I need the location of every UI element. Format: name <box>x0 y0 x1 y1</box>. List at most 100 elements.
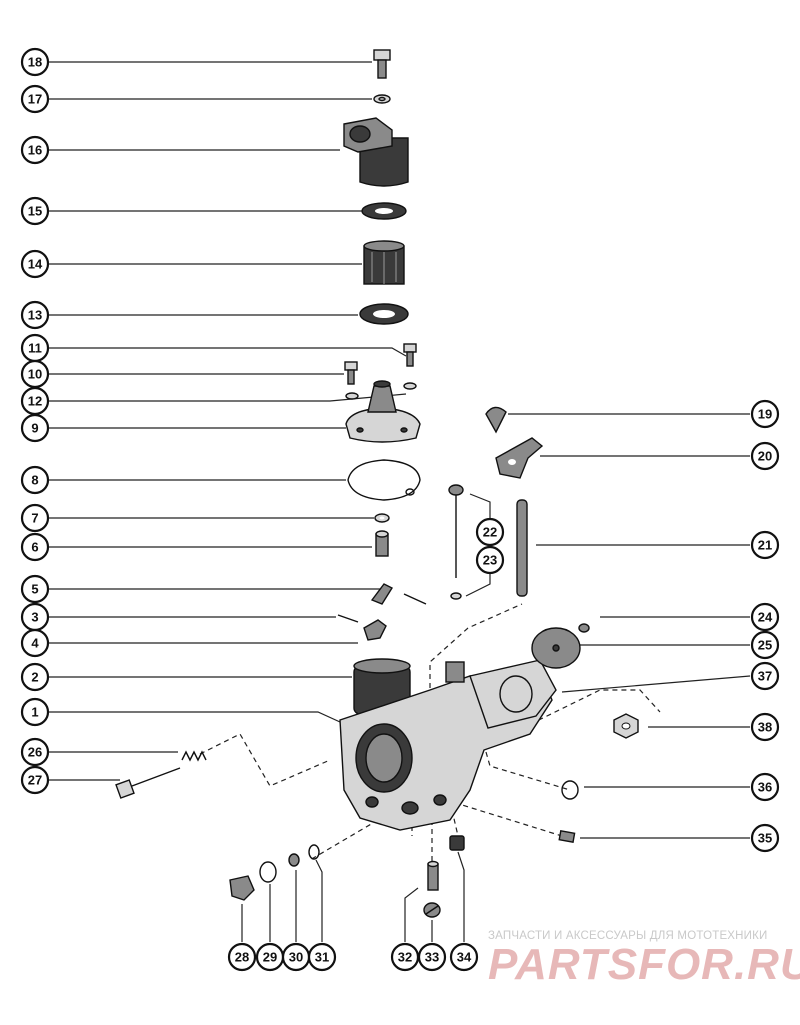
callout-label: 3 <box>31 610 38 625</box>
callout-37: 37 <box>750 661 780 691</box>
callout-21: 21 <box>750 530 780 560</box>
part-20-bracket <box>495 437 544 479</box>
part-17-washer <box>373 94 391 104</box>
part-38-nut <box>613 713 639 739</box>
callout-label: 25 <box>758 638 772 653</box>
callout-label: 35 <box>758 831 772 846</box>
callout-label: 19 <box>758 407 772 422</box>
callout-label: 16 <box>28 143 42 158</box>
part-22-needle-rod <box>448 484 464 578</box>
watermark: ЗАПЧАСТИ И АКСЕССУАРЫ ДЛЯ МОТОТЕХНИКИ PA… <box>488 930 800 989</box>
callouts: 18 17 16 15 14 13 11 10 12 9 8 7 6 5 3 4… <box>20 47 780 972</box>
part-12-washers <box>345 382 417 400</box>
callout-11: 11 <box>20 333 50 363</box>
callout-label: 12 <box>28 394 42 409</box>
callout-29: 29 <box>255 942 285 972</box>
callout-9: 9 <box>20 413 50 443</box>
callout-13: 13 <box>20 300 50 330</box>
part-15-gasket <box>361 202 407 220</box>
callout-label: 34 <box>457 950 472 965</box>
callout-label: 1 <box>31 705 38 720</box>
part-4-float-arm <box>363 619 387 641</box>
callout-label: 26 <box>28 745 42 760</box>
callout-label: 9 <box>31 421 38 436</box>
part-30-jet <box>288 853 300 867</box>
callout-8: 8 <box>20 465 50 495</box>
callout-label: 14 <box>28 257 43 272</box>
part-10-screw <box>344 361 358 385</box>
callout-22: 22 <box>475 517 505 547</box>
callout-label: 32 <box>398 950 412 965</box>
callout-20: 20 <box>750 441 780 471</box>
callout-label: 10 <box>28 367 42 382</box>
part-19-cone <box>485 406 507 434</box>
callout-7: 7 <box>20 503 50 533</box>
part-3-pin <box>337 614 359 623</box>
callout-label: 29 <box>263 950 277 965</box>
part-1-carburetor-body <box>339 659 557 831</box>
callout-3: 3 <box>20 602 50 632</box>
callout-label: 23 <box>483 553 497 568</box>
callout-label: 6 <box>31 540 38 555</box>
callout-24: 24 <box>750 602 780 632</box>
callout-label: 28 <box>235 950 249 965</box>
part-6-valve <box>375 530 389 557</box>
part-32-jet <box>427 860 439 891</box>
part-9-pump-cover <box>345 380 421 443</box>
callout-10: 10 <box>20 359 50 389</box>
callout-32: 32 <box>390 942 420 972</box>
callout-label: 30 <box>289 950 303 965</box>
part-27-needle-screw <box>115 767 181 799</box>
callout-12: 12 <box>20 386 50 416</box>
part-35-set-screw <box>558 830 576 843</box>
callout-label: 13 <box>28 308 42 323</box>
callout-label: 7 <box>31 511 38 526</box>
callout-label: 18 <box>28 55 42 70</box>
callout-label: 2 <box>31 670 38 685</box>
callout-6: 6 <box>20 532 50 562</box>
callout-label: 31 <box>315 950 329 965</box>
callout-4: 4 <box>20 628 50 658</box>
part-26-spring <box>181 750 207 762</box>
callout-18: 18 <box>20 47 50 77</box>
callout-label: 27 <box>28 773 42 788</box>
part-18-screw <box>373 49 391 79</box>
part-24-screw <box>578 623 590 633</box>
callout-label: 8 <box>31 473 38 488</box>
part-16-filter-cap <box>343 117 409 187</box>
callout-30: 30 <box>281 942 311 972</box>
callout-17: 17 <box>20 84 50 114</box>
watermark-logo: PARTSFOR.RU <box>488 940 800 989</box>
callout-label: 33 <box>425 950 439 965</box>
callout-label: 4 <box>31 636 39 651</box>
callout-19: 19 <box>750 399 780 429</box>
part-7-washer <box>374 513 390 523</box>
part-21-shaft <box>516 499 528 597</box>
part-28-plug <box>229 875 255 901</box>
callout-1: 1 <box>20 697 50 727</box>
part-31-o-ring <box>308 844 320 860</box>
callout-25: 25 <box>750 630 780 660</box>
callout-35: 35 <box>750 823 780 853</box>
callout-2: 2 <box>20 662 50 692</box>
callout-label: 36 <box>758 780 772 795</box>
part-36-o-ring <box>561 780 579 800</box>
callout-14: 14 <box>20 249 50 279</box>
part-8-gasket <box>347 459 421 501</box>
part-13-gasket <box>359 303 409 325</box>
assembly-guide-lines <box>199 603 661 862</box>
callout-16: 16 <box>20 135 50 165</box>
part-29-gasket <box>259 861 277 883</box>
callout-33: 33 <box>417 942 447 972</box>
part-5-float-bracket <box>370 583 427 605</box>
watermark-tagline: ЗАПЧАСТИ И АКСЕССУАРЫ ДЛЯ МОТОТЕХНИКИ <box>488 930 768 942</box>
callout-28: 28 <box>227 942 257 972</box>
callout-15: 15 <box>20 196 50 226</box>
callout-label: 24 <box>758 610 773 625</box>
callout-label: 20 <box>758 449 772 464</box>
part-11-screw <box>403 343 417 367</box>
callout-label: 22 <box>483 525 497 540</box>
callout-38: 38 <box>750 712 780 742</box>
part-25-plate <box>531 627 581 669</box>
